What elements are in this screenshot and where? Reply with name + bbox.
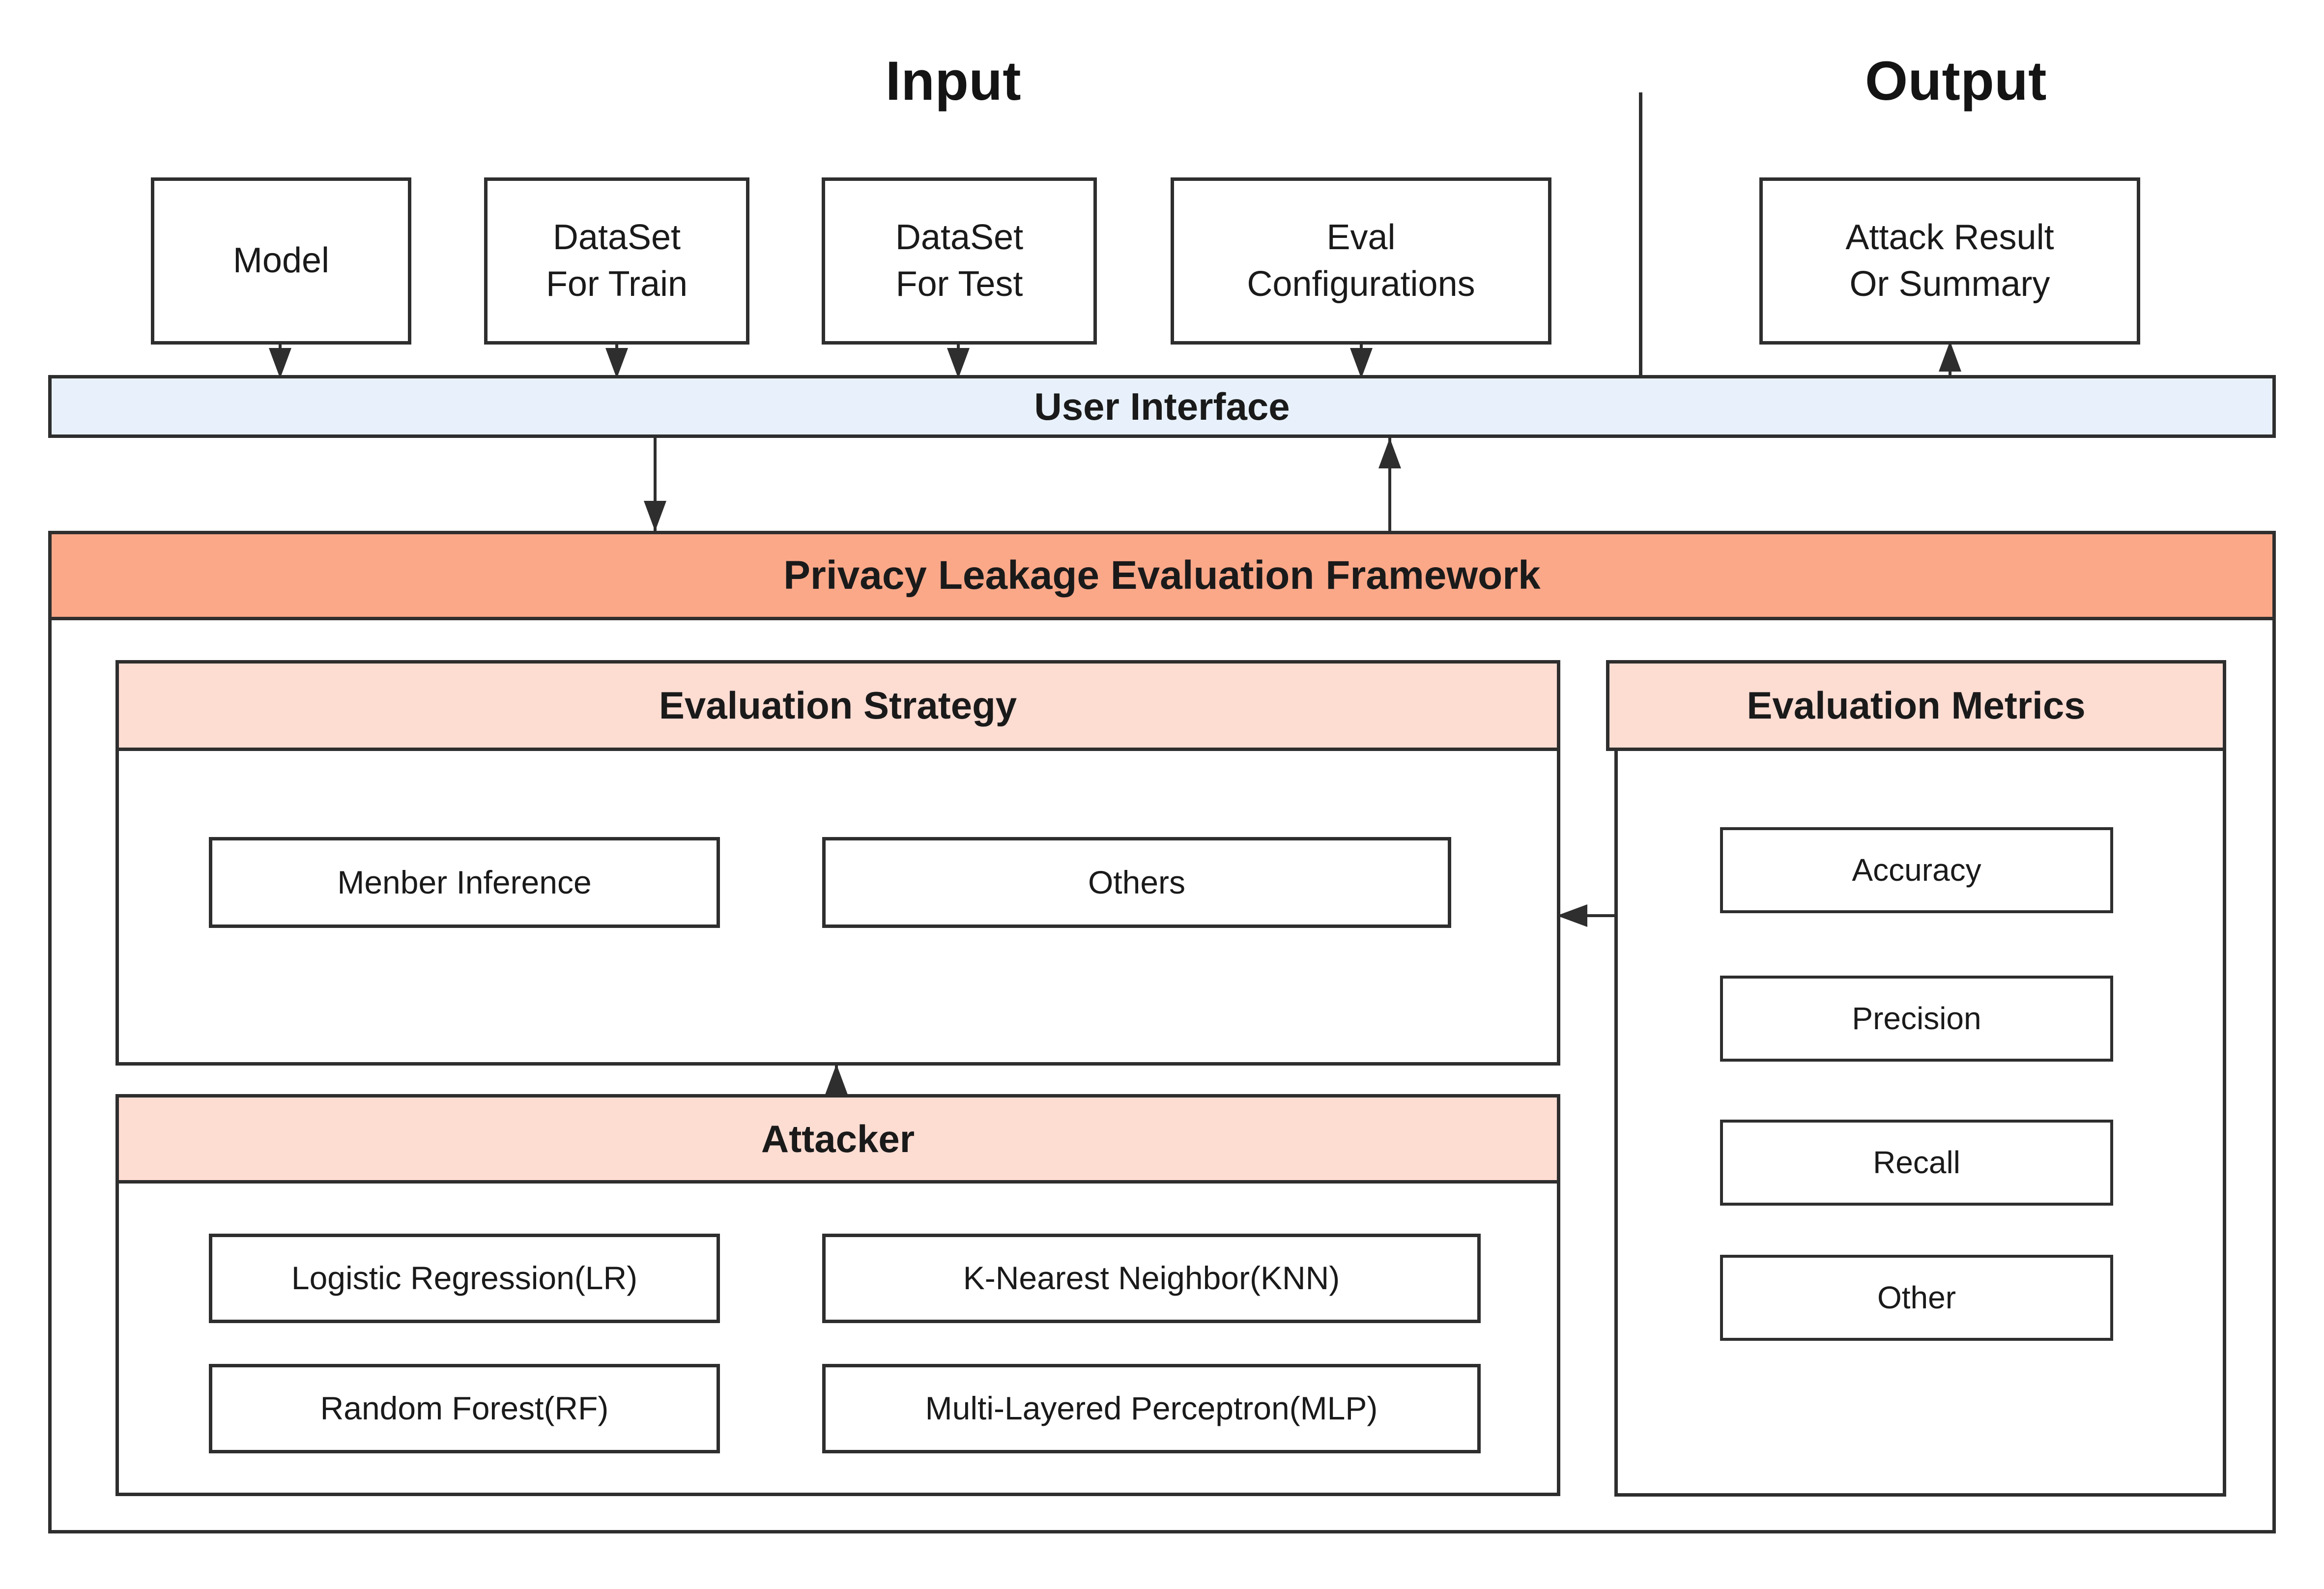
user-interface-label: User Interface	[1034, 384, 1290, 428]
output-node-attack-result[interactable]: Attack Result Or Summary	[1759, 177, 2140, 345]
input-node-dataset-test-label: DataSet For Test	[895, 217, 1024, 304]
arrowhead-framework-to-ui	[1378, 438, 1401, 468]
metric-item-recall[interactable]: Recall	[1720, 1120, 2113, 1206]
arrowhead-attacker-to-strategy	[825, 1064, 848, 1095]
connector-framework-to-ui	[1388, 438, 1391, 531]
evaluation-metrics-header[interactable]: Evaluation Metrics	[1606, 660, 2226, 751]
strategy-item-member-inference[interactable]: Menber Inference	[209, 837, 720, 928]
strategy-item-others-label: Others	[1088, 864, 1186, 900]
attacker-item-knn[interactable]: K-Nearest Neighbor(KNN)	[822, 1234, 1481, 1323]
input-node-eval-configurations[interactable]: Eval Configurations	[1171, 177, 1551, 345]
input-title: Input	[885, 50, 1022, 112]
arrowhead-train-to-ui	[605, 348, 628, 378]
input-node-dataset-train-label: DataSet For Train	[545, 217, 688, 304]
attacker-header-label: Attacker	[761, 1117, 915, 1160]
attacker-item-mlp[interactable]: Multi-Layered Perceptron(MLP)	[822, 1364, 1481, 1453]
attacker-item-mlp-label: Multi-Layered Perceptron(MLP)	[925, 1390, 1378, 1427]
attacker-item-logistic-regression[interactable]: Logistic Regression(LR)	[209, 1234, 720, 1323]
arrowhead-test-to-ui	[947, 348, 970, 378]
evaluation-strategy-header-label: Evaluation Strategy	[659, 684, 1017, 727]
framework-header[interactable]: Privacy Leakage Evaluation Framework	[48, 531, 2276, 620]
output-title: Output	[1865, 50, 2047, 112]
connector-metrics-to-strategy	[1560, 914, 1615, 917]
attacker-item-logistic-regression-label: Logistic Regression(LR)	[291, 1260, 638, 1297]
evaluation-strategy-header[interactable]: Evaluation Strategy	[115, 660, 1560, 751]
output-node-attack-result-label: Attack Result Or Summary	[1845, 217, 2054, 304]
attacker-header[interactable]: Attacker	[115, 1094, 1560, 1184]
evaluation-metrics-panel	[1614, 668, 2226, 1497]
metric-item-precision-label: Precision	[1852, 1001, 1981, 1037]
arrowhead-ui-to-attack-result	[1939, 341, 1961, 372]
input-node-dataset-test[interactable]: DataSet For Test	[822, 177, 1097, 345]
arrowhead-model-to-ui	[269, 348, 291, 378]
metric-item-accuracy[interactable]: Accuracy	[1720, 827, 2113, 913]
input-output-divider	[1639, 92, 1642, 376]
attacker-item-random-forest[interactable]: Random Forest(RF)	[209, 1364, 720, 1453]
input-node-eval-configurations-label: Eval Configurations	[1247, 217, 1475, 304]
metric-item-other[interactable]: Other	[1720, 1255, 2113, 1341]
user-interface-bar[interactable]: User Interface	[48, 375, 2276, 438]
attacker-item-knn-label: K-Nearest Neighbor(KNN)	[963, 1260, 1340, 1297]
strategy-item-member-inference-label: Menber Inference	[337, 864, 592, 900]
evaluation-metrics-header-label: Evaluation Metrics	[1747, 684, 2086, 727]
metric-item-other-label: Other	[1877, 1280, 1956, 1316]
metric-item-accuracy-label: Accuracy	[1852, 852, 1981, 888]
input-node-model-label: Model	[232, 241, 330, 281]
input-node-model[interactable]: Model	[151, 177, 411, 345]
arrowhead-evalconfig-to-ui	[1350, 348, 1373, 378]
metric-item-precision[interactable]: Precision	[1720, 976, 2113, 1062]
arrowhead-ui-to-framework	[644, 501, 666, 531]
attacker-item-random-forest-label: Random Forest(RF)	[320, 1390, 609, 1427]
strategy-item-others[interactable]: Others	[822, 837, 1451, 928]
connector-ui-to-framework	[654, 438, 657, 531]
framework-label: Privacy Leakage Evaluation Framework	[783, 553, 1541, 598]
input-node-dataset-train[interactable]: DataSet For Train	[484, 177, 749, 345]
arrowhead-metrics-to-strategy	[1557, 904, 1587, 927]
metric-item-recall-label: Recall	[1873, 1145, 1960, 1181]
